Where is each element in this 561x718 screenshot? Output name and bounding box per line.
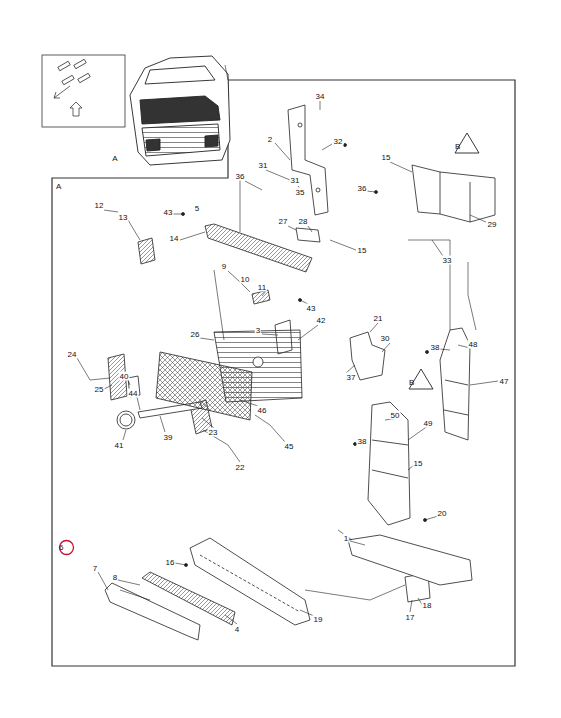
grille-46 xyxy=(156,352,252,420)
callout-number: 30 xyxy=(380,334,391,343)
callout-number: 42 xyxy=(316,316,327,325)
view-frame: A B B 6 xyxy=(52,80,515,666)
callout-number: 34 xyxy=(315,92,326,101)
callout-number: A xyxy=(111,154,118,163)
callout-number: 31 xyxy=(258,161,269,170)
callout-number: 45 xyxy=(284,442,295,451)
callout-number: 27 xyxy=(278,217,289,226)
callout-number: 28 xyxy=(298,217,309,226)
callout-number: 7 xyxy=(92,564,98,573)
callout-number: 44 xyxy=(128,389,139,398)
callout-number: 46 xyxy=(257,406,268,415)
callout-number: 24 xyxy=(67,350,78,359)
inset-icons xyxy=(54,59,90,116)
highlighted-callout: 6 xyxy=(59,540,74,555)
callout-number: 31 xyxy=(290,176,301,185)
callout-number: 36 xyxy=(235,172,246,181)
callout-number: 49 xyxy=(423,419,434,428)
callout-number: 14 xyxy=(169,234,180,243)
callout-number: 5 xyxy=(194,204,200,213)
callout-number: 11 xyxy=(257,283,267,292)
callout-number: B xyxy=(409,378,414,387)
callout-number: 47 xyxy=(499,377,510,386)
callout-number: 2 xyxy=(267,135,273,144)
bracket-49 xyxy=(368,402,410,525)
leader-lines xyxy=(77,65,498,624)
callout-number: 35 xyxy=(295,188,306,197)
frame-outline xyxy=(52,80,515,666)
callout-number: 13 xyxy=(118,213,129,222)
plate-1 xyxy=(348,535,472,585)
callout-number: 38 xyxy=(430,343,441,352)
dots xyxy=(182,144,429,567)
callout-number: 15 xyxy=(381,153,392,162)
reference-triangle: B xyxy=(409,369,433,389)
callout-number: 37 xyxy=(346,373,357,382)
callout-number: 15 xyxy=(357,246,368,255)
callout-number: 39 xyxy=(163,433,174,442)
callout-number: 17 xyxy=(405,613,416,622)
callout-number: 32 xyxy=(333,137,344,146)
callout-number: 9 xyxy=(221,262,227,271)
callout-number: 33 xyxy=(442,256,453,265)
cab-drawing xyxy=(130,56,230,165)
callout-number: 19 xyxy=(313,615,324,624)
callout-number: 12 xyxy=(94,201,105,210)
upper-bar-5 xyxy=(205,224,312,272)
callout-number: 25 xyxy=(94,385,105,394)
callout-number: 16 xyxy=(165,558,176,567)
callout-number: 41 xyxy=(114,441,125,450)
callout-number: 4 xyxy=(234,625,240,634)
callout-number: 50 xyxy=(390,411,401,420)
callout-number: 38 xyxy=(357,437,368,446)
bracket-29 xyxy=(412,165,495,222)
reference-triangle: B xyxy=(455,133,479,153)
callout-number: 6 xyxy=(59,543,63,552)
trim-6 xyxy=(105,583,200,640)
callout-number: 23 xyxy=(208,428,219,437)
callout-number: 18 xyxy=(422,601,433,610)
callout-number: 1 xyxy=(343,534,349,543)
callout-number: 20 xyxy=(437,509,448,518)
callout-number: 22 xyxy=(235,463,246,472)
callout-number: 8 xyxy=(112,573,118,582)
view-letter: A xyxy=(56,182,61,191)
callout-number: 3 xyxy=(255,326,261,335)
callout-number: 43 xyxy=(306,304,317,313)
callout-number: 40 xyxy=(119,372,130,381)
callout-number: 29 xyxy=(487,220,498,229)
callout-number: 10 xyxy=(240,275,251,284)
callout-number: 48 xyxy=(468,340,479,349)
callout-number: 15 xyxy=(413,459,424,468)
callout-number: 36 xyxy=(357,184,368,193)
callout-number: 21 xyxy=(373,314,384,323)
bracket-2 xyxy=(288,105,328,215)
inset-box xyxy=(42,55,125,127)
callout-number: 43 xyxy=(163,208,174,217)
callout-number: 26 xyxy=(190,330,201,339)
bracket-47 xyxy=(440,328,470,440)
callout-number: B xyxy=(455,142,460,151)
